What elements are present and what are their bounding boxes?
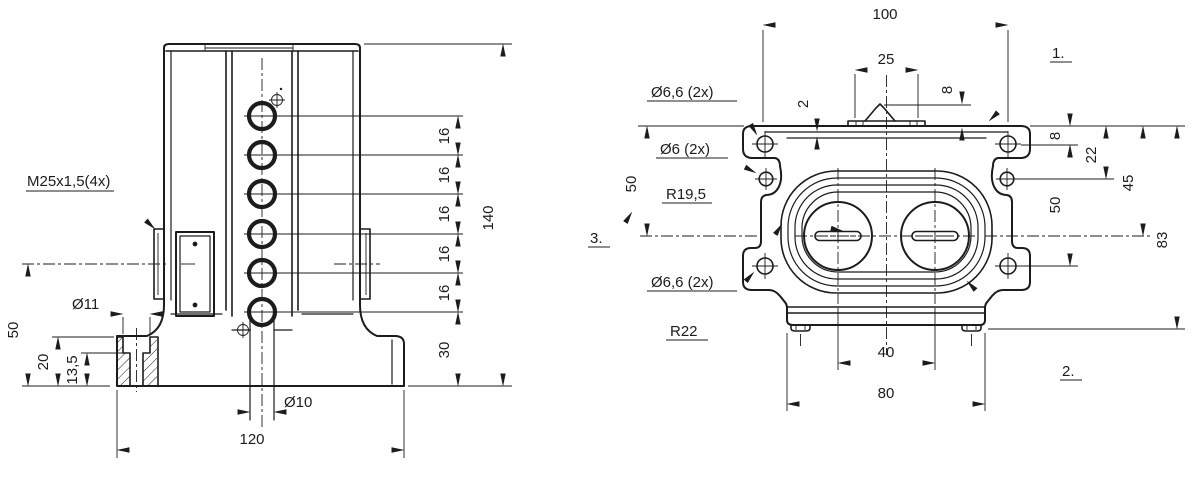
dim-counterbore: 13,5 [64,355,81,384]
dim-base-width: 120 [239,431,264,448]
dim-tab-width: 25 [878,51,895,68]
dim-hole-pitch: 16 [436,206,453,223]
corner-holes-callout-top: Ø6,6 (2x) [647,84,758,136]
pocket-radius-label: R19,5 [666,186,706,203]
dim-left-height: 50 [623,176,640,193]
top-centerlines [640,75,1152,355]
outer-radius-label: R22 [670,323,698,340]
dim-total-depth: 83 [1154,232,1171,249]
dim-base-thickness: 20 [35,354,52,371]
callout-1: 1. [988,45,1072,122]
front-cable-holes [235,87,463,338]
dim-center-pitch: 40 [878,344,895,361]
front-section-hatch [116,336,159,387]
callout-1-label: 1. [1052,45,1065,62]
dim-lid-step: 2 [795,100,812,108]
dim-bottom-gap: 30 [436,342,453,359]
dim-hole-pitch: 16 [436,246,453,263]
callout-2: 2. [966,280,1082,381]
top-leaders: Ø6,6 (2x) Ø6 (2x) R19,5 Ø6,6 (2x) R22 [588,45,1082,381]
front-centerlines [22,58,380,428]
front-dimensions: 50 20 13,5 Ø11 Ø10 120 140 [5,43,512,458]
top-view: 100 25 8 2 50 8 50 [588,6,1185,411]
dim-bore-dia: Ø11 [72,296,99,313]
callout-3-label: 3. [590,230,603,247]
dim-hole-pitch-vertical: 50 [1047,197,1064,214]
dim-small-hole-offset: 22 [1083,147,1100,164]
small-holes-callout: Ø6 (2x) [656,141,757,174]
dim-axis-offset: 45 [1120,175,1137,192]
dim-body-width: 100 [872,6,897,23]
dim-axis-height: 50 [5,322,22,339]
dim-tab-offset: 8 [939,86,956,94]
outer-radius-callout: R22 [666,223,783,341]
top-lug [847,103,971,127]
mounting-feet [790,324,982,348]
dim-hole-pitch: 16 [436,285,453,302]
corner-holes-callout-bottom: Ø6,6 (2x) [647,271,755,292]
callout-3: 3. [588,211,633,248]
dim-center-hole-dia: Ø10 [284,394,312,411]
position-marker-bottom [235,322,251,338]
dim-hole-pitch: 16 [436,128,453,145]
corner-holes-label: Ø6,6 (2x) [651,84,714,101]
thread-label: M25x1,5(4x) [27,173,110,190]
dim-total-height: 140 [480,205,497,230]
top-corner-holes [752,131,1021,279]
top-dimensions: 100 25 8 2 50 8 50 [623,6,1185,411]
dim-hole-pitch: 16 [436,167,453,184]
front-terminal-plate [175,231,215,317]
corner-holes-label-2: Ø6,6 (2x) [651,274,714,291]
small-holes-label: Ø6 (2x) [660,141,710,158]
front-view: 50 20 13,5 Ø11 Ø10 120 140 [5,43,512,458]
position-marker-top [269,87,285,108]
callout-2-label: 2. [1062,363,1075,380]
pocket-radius-callout: R19,5 [662,186,844,232]
thread-callout: M25x1,5(4x) [26,173,156,230]
dim-bottom-width: 80 [878,385,895,402]
front-outline [116,43,405,421]
dim-hole-edge: 8 [1047,132,1064,140]
